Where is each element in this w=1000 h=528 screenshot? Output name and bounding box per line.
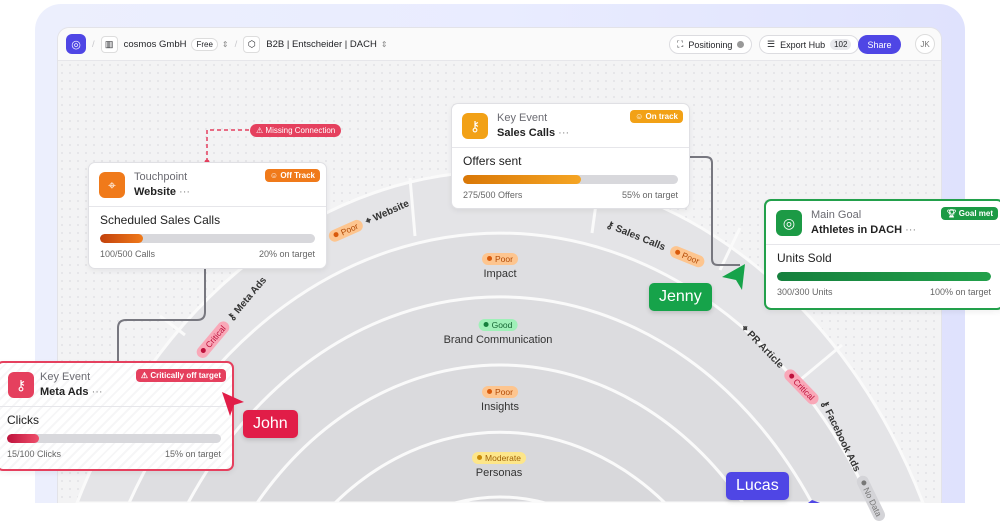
cursor-label-john: John [243,410,298,438]
building-icon: ▥ [100,35,118,53]
status-badge: ⚠ Critically off target [135,369,226,382]
cursor-arrows [222,264,820,503]
segment-switcher[interactable]: B2B | Entscheider | DACH [266,38,377,50]
status-badge: 🏆︎ Goal met [941,207,998,220]
cursor-john-icon [222,392,244,416]
missing-connection-line [206,129,250,162]
warning-icon: ⚠ [140,371,149,380]
progress-bar [777,272,991,281]
database-icon: ☰ [767,39,776,49]
card-main-goal[interactable]: ◎ Main Goal Athletes in DACH ··· 🏆︎ Goal… [764,199,1000,310]
key-icon: ⚷ [462,113,488,139]
more-icon[interactable]: ··· [91,386,103,398]
avatar[interactable]: JK [915,34,935,54]
progress-bar [100,234,315,243]
target-icon: ◎ [776,210,802,236]
cursor-jenny-icon [722,264,745,290]
status-badge: ☺ Off Track [264,169,320,182]
positioning-button[interactable]: ⛶Positioning [669,35,753,54]
cursor-click-icon: ⌖ [99,172,125,198]
cube-icon: ⬡ [243,35,261,53]
app-logo-icon[interactable]: ◎ [66,34,86,54]
more-icon[interactable]: ··· [905,224,917,236]
focus-icon: ⛶ [677,39,684,49]
status-dot [737,41,745,48]
ring-personas[interactable] [332,430,668,503]
progress-bar [7,434,221,443]
trophy-icon: 🏆︎ [946,209,957,218]
chevron-updown-icon[interactable]: ⇕ [221,39,229,49]
card-touchpoint-website[interactable]: ⌖ Touchpoint Website ··· ☺ Off Track Sch… [88,162,327,269]
cursor-label-jenny: Jenny [649,283,712,311]
connector-sales-goal [690,156,740,266]
status-badge: ☺ On track [630,110,683,123]
card-key-event-meta-ads[interactable]: ⚷ Key Event Meta Ads ··· ⚠ Critically of… [0,361,234,471]
missing-connection-badge[interactable]: ⚠ Missing Connection [250,124,342,137]
key-icon: ⚷ [8,372,34,398]
progress-bar [463,175,678,184]
org-switcher[interactable]: cosmos GmbH [123,38,187,50]
connector-website-meta [117,268,206,361]
cursor-label-lucas: Lucas [726,472,789,500]
top-bar: ◎ / ▥ cosmos GmbH Free ⇕ / ⬡ B2B | Entsc… [58,28,941,61]
cursor-lucas-icon [808,500,820,503]
chevron-updown-icon[interactable]: ⇕ [380,39,388,49]
share-button[interactable]: Share [858,35,901,54]
more-icon[interactable]: ··· [558,127,570,139]
card-key-event-sales-calls[interactable]: ⚷ Key Event Sales Calls ··· ☺ On track O… [451,103,690,209]
warning-icon: ⚠ [256,126,264,135]
more-icon[interactable]: ··· [179,186,191,198]
plan-badge: Free [191,37,218,51]
export-count: 102 [830,39,852,50]
